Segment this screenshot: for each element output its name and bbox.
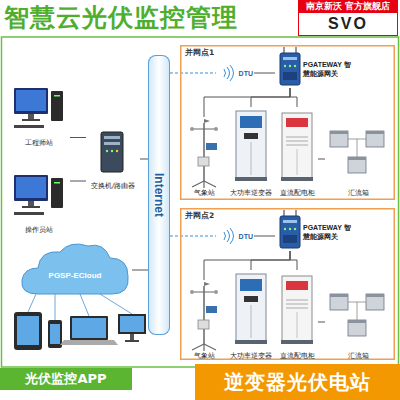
switch-led	[111, 150, 113, 152]
outer-frame	[2, 37, 399, 367]
tablet-screen	[17, 316, 39, 345]
inverter-cabinet: 大功率逆变器	[230, 107, 272, 197]
switch-led	[116, 150, 118, 152]
station-illustration	[190, 47, 384, 188]
node-label: DTU	[239, 70, 254, 77]
grid-point-box: 并网点2PGATEWAY 智慧能源网关 DTU 气象站 大功率逆变器直流配电柜 汇流箱	[180, 208, 395, 360]
node-label: 逆变器光伏电站	[224, 369, 371, 396]
desktop-screen	[120, 316, 144, 332]
connector-line	[140, 159, 148, 160]
page-title: 智慧云光伏监控管理	[4, 2, 274, 34]
node-label: PGATEWAY 智慧能源网关	[303, 223, 355, 241]
node-label: 气象站	[194, 189, 215, 197]
connector-line	[254, 236, 275, 237]
dc-cabinet: 直流配电柜	[276, 107, 318, 197]
workstation-icon	[14, 175, 63, 215]
node-label: Internet	[152, 173, 166, 217]
switch-led	[106, 150, 108, 152]
phone	[48, 320, 62, 348]
connector-line	[318, 322, 325, 323]
connector-line	[290, 88, 297, 107]
connector-line	[251, 88, 290, 107]
workstation: 工程师站	[8, 85, 70, 147]
combiner-box: 汇流箱	[325, 284, 391, 360]
node-label: 汇流箱	[348, 189, 369, 197]
tablet	[14, 312, 42, 350]
phone-screen	[50, 324, 60, 344]
combiner-box: 汇流箱	[325, 121, 391, 197]
brand-badge: 南京新沃 官方旗舰店SVO	[298, 0, 398, 36]
node-label: 直流配电柜	[280, 189, 315, 197]
switch-icon	[101, 132, 123, 172]
node-label: 并网点1	[185, 48, 214, 58]
monitor-stand	[130, 334, 134, 340]
node-label: 工程师站	[25, 139, 53, 147]
dtu-module: DTU	[216, 228, 254, 244]
laptop	[70, 316, 108, 340]
node-label: DTU	[239, 233, 254, 240]
node-label: 光伏监控APP	[25, 370, 106, 388]
switch-port	[104, 142, 120, 145]
dc-cabinet: 直流配电柜	[276, 270, 318, 360]
connector-line	[132, 270, 148, 271]
dtu-module: DTU	[216, 65, 254, 81]
connector-line	[204, 88, 290, 117]
node-label: 气象站	[194, 352, 215, 360]
device-link	[100, 294, 132, 314]
wireless-link	[170, 73, 216, 74]
node-sublabel: SVO	[328, 13, 368, 34]
node-label: 大功率逆变器	[230, 189, 272, 197]
node-label: 并网点2	[185, 211, 214, 221]
station-band: 逆变器光伏电站	[195, 364, 400, 400]
node-label: PGATEWAY 智慧能源网关	[303, 60, 355, 78]
node-label: 交换机/路由器	[91, 182, 135, 190]
connector-line	[254, 73, 275, 74]
node-label: 直流配电柜	[280, 352, 315, 360]
node-label: 操作员站	[25, 226, 53, 234]
gateway-device: PGATEWAY 智慧能源网关	[275, 213, 390, 251]
workstation: 操作员站	[8, 172, 70, 234]
connector-line	[70, 137, 86, 138]
switch-router: 交换机/路由器	[86, 128, 140, 190]
device-link	[55, 294, 56, 320]
internet-band: Internet	[148, 55, 170, 335]
device-link	[80, 294, 89, 316]
weather-station: 气象站	[182, 280, 226, 360]
gateway-device: PGATEWAY 智慧能源网关	[275, 50, 390, 88]
grid-point-box: 并网点1PGATEWAY 智慧能源网关 DTU 气象站 大功率逆变器直流配电柜 汇流箱	[180, 45, 395, 200]
cloud-shape	[18, 238, 132, 302]
node-label: 大功率逆变器	[230, 352, 272, 360]
switch-port	[104, 136, 120, 139]
inverter-cabinet: 大功率逆变器	[230, 270, 272, 360]
connector-line	[290, 251, 297, 270]
node-label: PGSP-ECloud	[49, 271, 102, 280]
node-label: 南京新沃 官方旗舰店	[298, 0, 398, 13]
station-illustration	[190, 210, 384, 351]
node-label: 汇流箱	[348, 352, 369, 360]
connector-line	[204, 251, 290, 280]
laptop-base	[60, 340, 118, 345]
wireless-link	[170, 236, 216, 237]
connector-line	[70, 181, 86, 182]
laptop-screen	[72, 318, 106, 338]
device-link	[28, 294, 36, 312]
connector-line	[251, 251, 290, 270]
cloud-outline	[22, 244, 128, 294]
monitor-base	[125, 340, 139, 342]
app-band: 光伏监控APP	[0, 368, 132, 390]
cloud-platform: PGSP-ECloud	[18, 238, 132, 302]
weather-station: 气象站	[182, 117, 226, 197]
connector-line	[318, 159, 325, 160]
workstation-icon	[14, 88, 63, 128]
desktop-monitor	[118, 314, 146, 334]
